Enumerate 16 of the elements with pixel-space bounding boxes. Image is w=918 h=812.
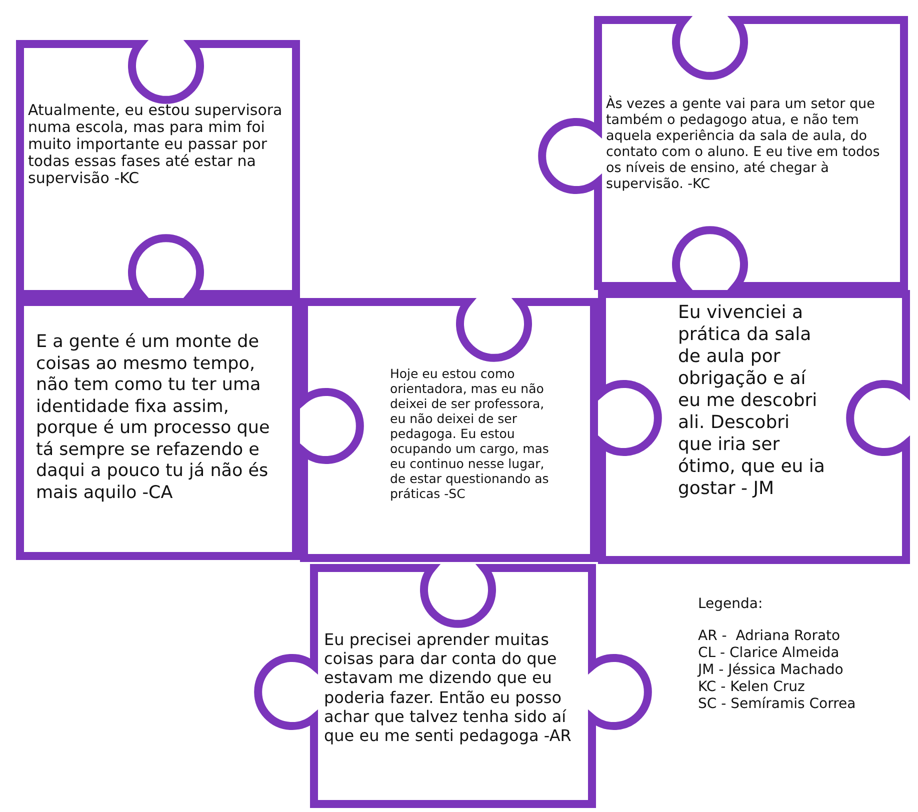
quote-text: Hoje eu estou como orientadora, mas eu não deixei de ser professora, eu não deixei de ser pedagoga. Eu estou ocupando um cargo, mas eu continuo nesse lugar, de estar questionando as práticas -SC [390,366,550,501]
legend-title: Legenda: [698,596,763,613]
quote-text: Eu precisei aprender muitas coisas para dar conta do que estavam me dizendo que eu poderia fazer. Então eu posso achar que talvez tenha sido aí que eu me senti pedagoga -AR [324,630,572,746]
quote-text: E a gente é um monte de coisas ao mesmo tempo, não tem como tu ter uma identidade fixa assim, porque é um processo que tá sempre se refazendo e daqui a pouco tu já não és mais aquilo -CA [36,332,271,504]
quote-text: Atualmente, eu estou supervisora numa escola, mas para mim foi muito importante eu passar por todas essas fases até estar na supervisão -KC [28,102,284,187]
legend-entry: JM - Jéssica Machado [698,662,844,679]
puzzle-piece [300,298,598,562]
legend-entry: CL - Clarice Almeida [698,645,840,662]
legend-entry: AR - Adriana Rorato [698,628,840,645]
quote-text: Às vezes a gente vai para um setor que também o pedagogo atua, e não tem aquela experiência da sala de aula, do contato com o aluno. E eu tive em todos os níveis de ensino, até chegar à supervisão. -KC [606,96,881,192]
puzzle-piece [16,40,300,298]
puzzle-piece [16,298,300,560]
quote-text: Eu vivenciei a prática da sala de aula por obrigação e aí eu me descobri ali. Descobri que iria ser ótimo, que eu ia gostar - JM [678,302,826,500]
puzzle-piece [598,290,910,564]
legend-entry: KC - Kelen Cruz [698,679,805,696]
legend-entry: SC - Semíramis Correa [698,696,856,713]
